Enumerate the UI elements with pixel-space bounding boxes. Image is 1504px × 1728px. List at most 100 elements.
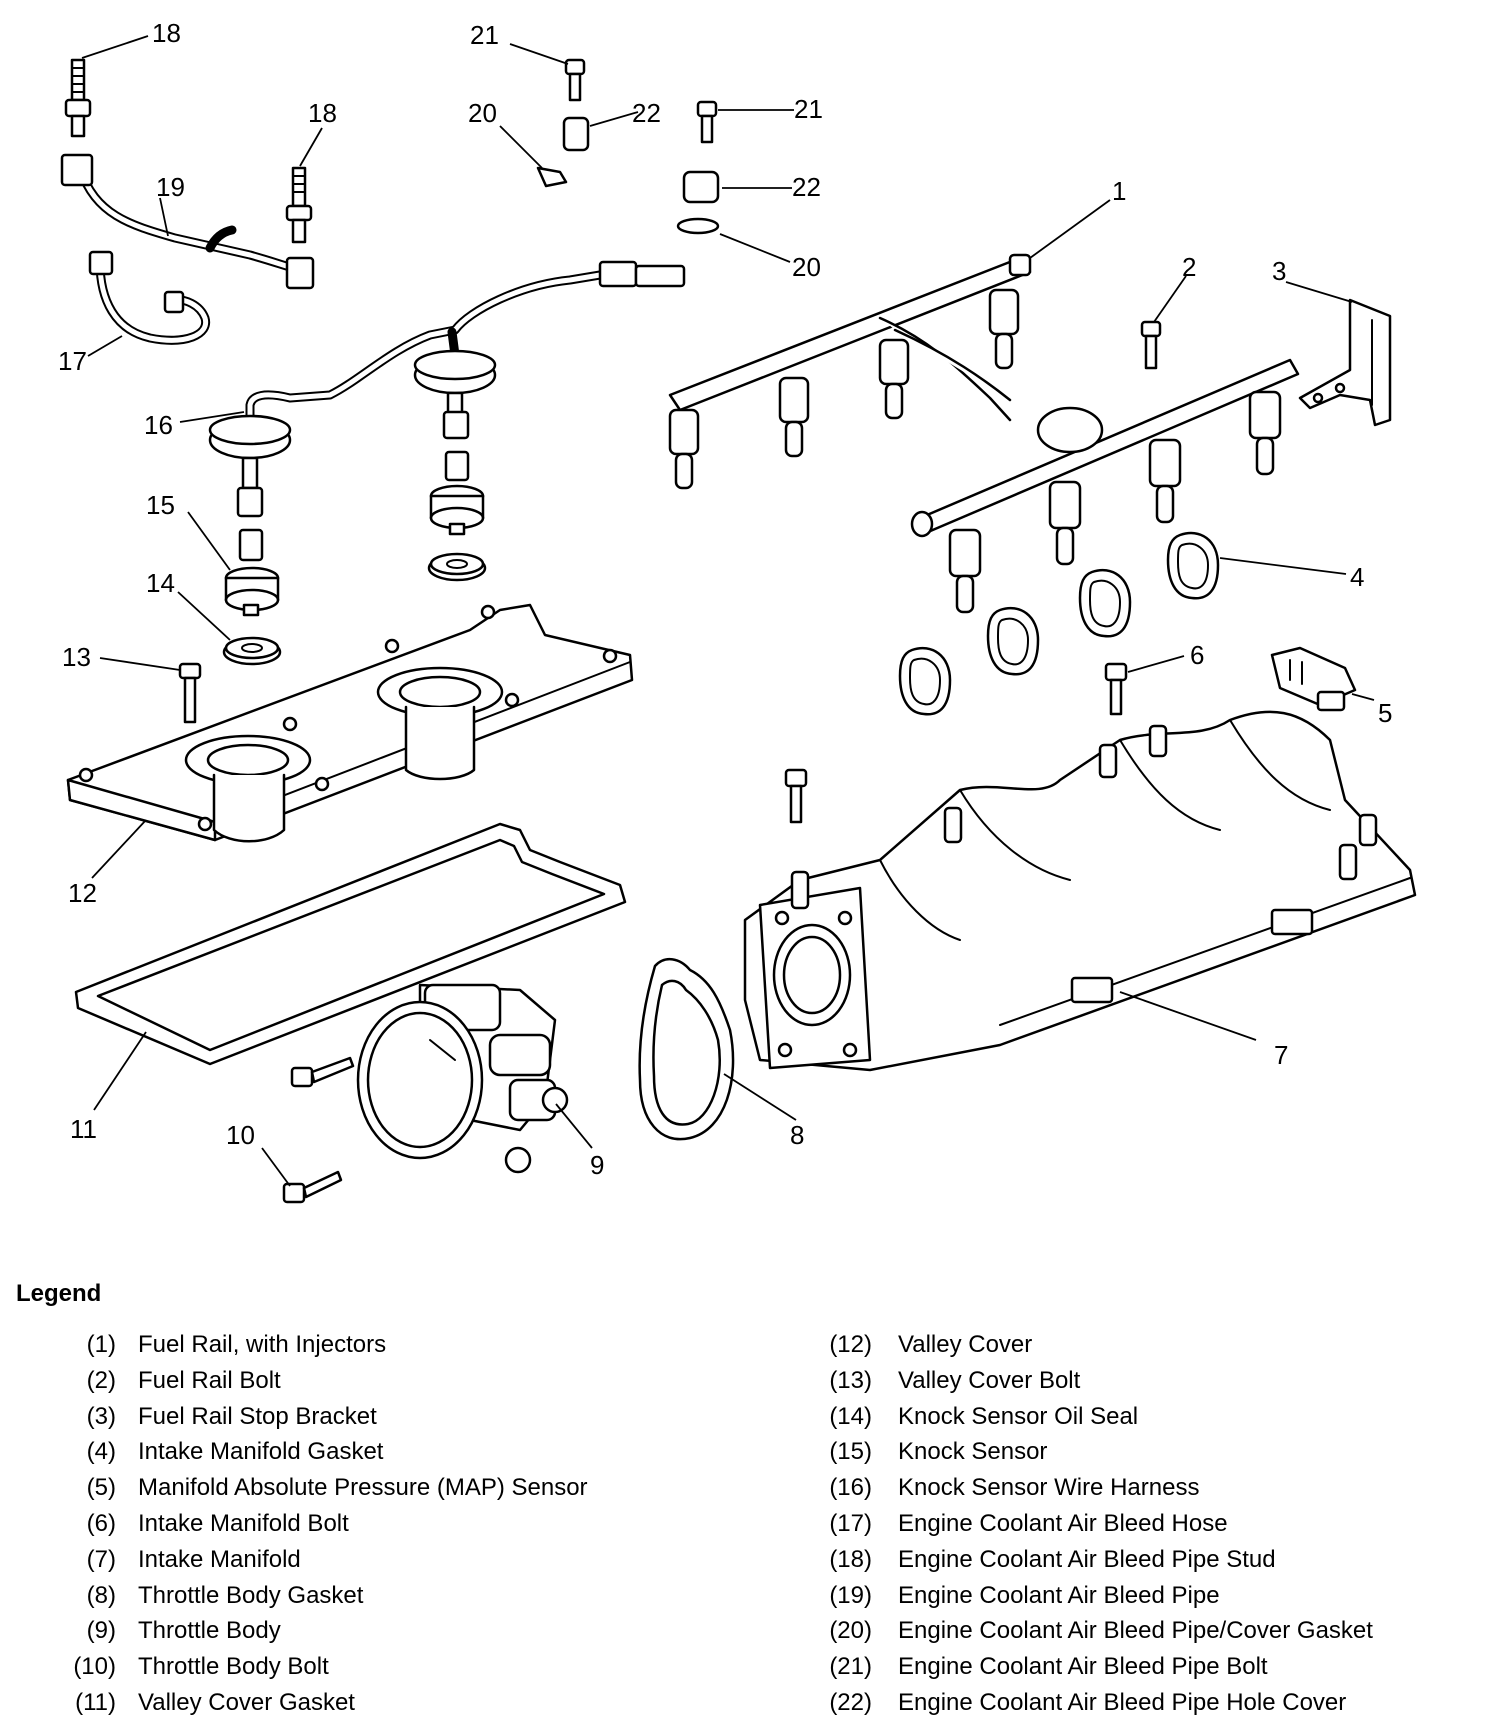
callout-8: 8 bbox=[790, 1120, 804, 1150]
legend-item-label: Valley Cover bbox=[898, 1331, 1033, 1358]
legend-item-number: (1) bbox=[86, 1331, 116, 1358]
intake-manifold bbox=[743, 710, 1417, 1072]
legend-item: (7) Intake Manifold bbox=[60, 1545, 301, 1575]
callout-12: 12 bbox=[68, 878, 97, 908]
coolant-bleed-pipe-bolt-a bbox=[564, 58, 586, 102]
knock-sensor-right bbox=[429, 450, 485, 536]
throttle-body-bolt-upper bbox=[290, 1056, 355, 1088]
callout-22-right: 22 bbox=[792, 172, 821, 202]
coolant-bleed-pipe-stud-left bbox=[64, 58, 92, 138]
callout-20-right: 20 bbox=[792, 252, 821, 282]
fuel-rail-with-injectors bbox=[668, 253, 1300, 614]
callout-17: 17 bbox=[58, 346, 87, 376]
legend-item-number: (13) bbox=[829, 1366, 872, 1394]
legend-item-number: (9) bbox=[86, 1617, 116, 1645]
valley-cover-bolt bbox=[178, 662, 202, 724]
legend-item: (17) Engine Coolant Air Bleed Hose bbox=[820, 1509, 1227, 1539]
throttle-body-bolt-lower bbox=[282, 1170, 343, 1204]
intake-manifold-gaskets bbox=[898, 531, 1220, 716]
legend-item: (5) Manifold Absolute Pressure (MAP) Sens… bbox=[60, 1473, 588, 1503]
legend-item: (20)Engine Coolant Air Bleed Pipe/Cover … bbox=[820, 1616, 1373, 1646]
legend-item-label: Knock Sensor Oil Seal bbox=[898, 1402, 1139, 1430]
legend-item-number: (5) bbox=[86, 1474, 116, 1502]
coolant-bleed-pipe-hole-cover-a bbox=[562, 116, 590, 152]
callout-3: 3 bbox=[1272, 256, 1286, 286]
callout-18-right: 18 bbox=[308, 98, 337, 128]
legend-item-number: (22) bbox=[829, 1689, 872, 1716]
callout-10: 10 bbox=[226, 1120, 255, 1150]
legend-item: (3) Fuel Rail Stop Bracket bbox=[60, 1402, 377, 1432]
legend-item-label: Engine Coolant Air Bleed Pipe Stud bbox=[898, 1545, 1276, 1573]
leader-lines bbox=[81, 35, 1375, 1187]
callout-numbers: 18 18 19 17 21 20 22 21 22 20 1 2 3 4 5 … bbox=[58, 18, 1392, 1180]
legend-item: (4) Intake Manifold Gasket bbox=[60, 1437, 384, 1467]
legend-item-number: (6) bbox=[86, 1510, 116, 1537]
legend-item: (16) Knock Sensor Wire Harness bbox=[820, 1473, 1199, 1503]
callout-20-left: 20 bbox=[468, 98, 497, 128]
legend-item-number: (7) bbox=[86, 1545, 116, 1573]
legend-item: (12) Valley Cover bbox=[820, 1330, 1032, 1360]
legend-item: (10) Throttle Body Bolt bbox=[60, 1652, 328, 1682]
legend-item-label: Fuel Rail Bolt bbox=[138, 1366, 281, 1394]
legend-item-label: Valley Cover Gasket bbox=[138, 1689, 355, 1716]
legend-item-number: (17) bbox=[829, 1510, 872, 1537]
callout-22-left: 22 bbox=[632, 98, 661, 128]
callout-21-left: 21 bbox=[470, 20, 499, 50]
legend-item-number: (12) bbox=[829, 1331, 872, 1358]
intake-manifold-bolt bbox=[1104, 662, 1128, 716]
legend-item-label: Engine Coolant Air Bleed Pipe Bolt bbox=[898, 1653, 1268, 1681]
legend-item: (18) Engine Coolant Air Bleed Pipe Stud bbox=[820, 1545, 1275, 1575]
intake-manifold-bolt-2 bbox=[784, 768, 808, 824]
callout-21-right: 21 bbox=[794, 94, 823, 124]
callout-4: 4 bbox=[1350, 562, 1364, 592]
legend-item-number: (14) bbox=[829, 1402, 872, 1430]
legend-item-label: Manifold Absolute Pressure (MAP) Sensor bbox=[138, 1474, 588, 1502]
legend-item-label: Throttle Body Bolt bbox=[138, 1653, 329, 1681]
legend-item-label: Fuel Rail Stop Bracket bbox=[138, 1402, 377, 1430]
legend-item-label: Knock Sensor Wire Harness bbox=[898, 1474, 1200, 1502]
legend-item-number: (19) bbox=[829, 1581, 872, 1609]
legend-item-number: (15) bbox=[829, 1438, 872, 1466]
legend-item-number: (4) bbox=[86, 1438, 116, 1466]
callout-5: 5 bbox=[1378, 698, 1392, 728]
legend-item-label: Valley Cover Bolt bbox=[898, 1366, 1081, 1394]
legend-item: (1) Fuel Rail, with Injectors bbox=[60, 1330, 386, 1360]
fuel-rail-bolt bbox=[1140, 320, 1162, 370]
knock-sensor-left bbox=[224, 528, 280, 617]
legend-item-number: (18) bbox=[829, 1545, 872, 1573]
callout-7: 7 bbox=[1274, 1040, 1288, 1070]
legend-item-number: (3) bbox=[86, 1402, 116, 1430]
legend-item: (13) Valley Cover Bolt bbox=[820, 1366, 1080, 1396]
legend-item-number: (8) bbox=[86, 1581, 116, 1609]
callout-19: 19 bbox=[156, 172, 185, 202]
callout-6: 6 bbox=[1190, 640, 1204, 670]
legend-item-number: (10) bbox=[73, 1653, 116, 1681]
legend-item-number: (11) bbox=[75, 1689, 116, 1716]
callout-14: 14 bbox=[146, 568, 175, 598]
legend-item: (2) Fuel Rail Bolt bbox=[60, 1366, 281, 1396]
legend-item-label: Engine Coolant Air Bleed Pipe/Cover Gask… bbox=[898, 1617, 1373, 1645]
coolant-bleed-pipe-cover-gasket-b bbox=[676, 217, 720, 235]
callout-13: 13 bbox=[62, 642, 91, 672]
callout-18-left: 18 bbox=[152, 18, 181, 48]
legend-item-number: (16) bbox=[829, 1474, 872, 1502]
legend-item: (11) Valley Cover Gasket bbox=[60, 1688, 355, 1718]
legend-item-label: Intake Manifold Gasket bbox=[138, 1438, 384, 1466]
legend-item-number: (2) bbox=[86, 1366, 116, 1394]
fuel-rail-stop-bracket bbox=[1298, 298, 1392, 427]
legend-item-label: Engine Coolant Air Bleed Pipe bbox=[898, 1581, 1220, 1609]
callout-9: 9 bbox=[590, 1150, 604, 1180]
legend-item: (19) Engine Coolant Air Bleed Pipe bbox=[820, 1581, 1219, 1611]
callout-1: 1 bbox=[1112, 176, 1126, 206]
legend-item: (14) Knock Sensor Oil Seal bbox=[820, 1402, 1138, 1432]
coolant-bleed-pipe-hole-cover-b bbox=[682, 170, 720, 204]
coolant-bleed-pipe-cover-gasket-a bbox=[536, 166, 568, 188]
legend-item-label: Fuel Rail, with Injectors bbox=[138, 1331, 387, 1358]
callout-15: 15 bbox=[146, 490, 175, 520]
legend-item-label: Throttle Body Gasket bbox=[138, 1581, 364, 1609]
legend-item-label: Engine Coolant Air Bleed Hose bbox=[898, 1510, 1228, 1537]
knock-sensor-oil-seal-left bbox=[222, 636, 282, 666]
legend-item-label: Intake Manifold bbox=[138, 1545, 301, 1573]
knock-sensor-oil-seal-right bbox=[427, 552, 487, 582]
valley-cover-gasket bbox=[74, 822, 627, 1066]
